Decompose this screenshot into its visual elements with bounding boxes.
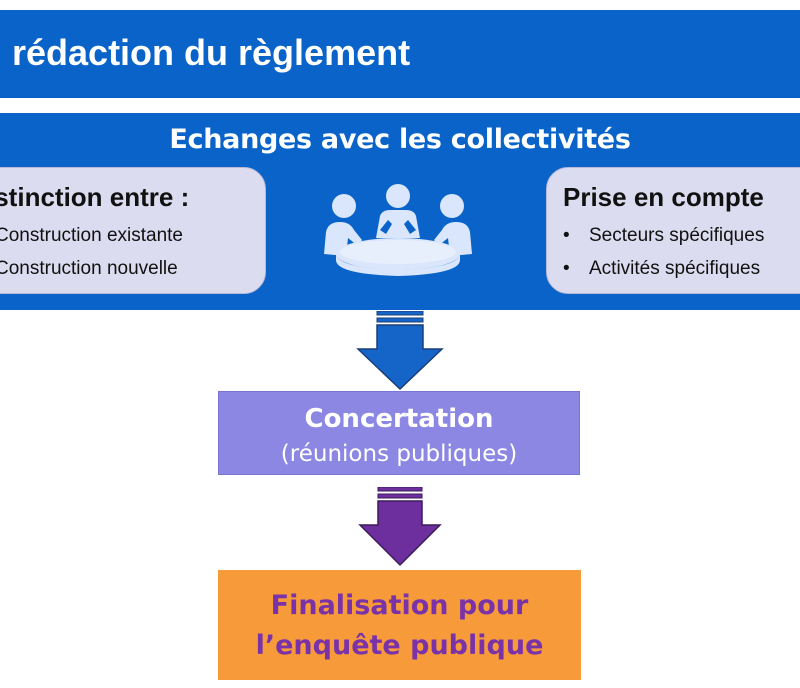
prise-en-compte-item: • Activités spécifiques — [563, 258, 760, 280]
meeting-icon — [324, 184, 472, 276]
finalisation-box: Finalisation pour l’enquête publique — [218, 570, 581, 680]
concertation-subtitle: (réunions publiques) — [280, 441, 518, 467]
finalisation-line: l’enquête publique — [255, 630, 544, 661]
title-bar — [0, 10, 800, 98]
distinction-item: Construction nouvelle — [0, 258, 178, 279]
concertation-box: Concertation (réunions publiques) — [218, 391, 580, 475]
down-arrow-icon — [358, 487, 442, 567]
bullet: • — [563, 225, 570, 246]
item-label: Activités spécifiques — [589, 258, 761, 279]
item-label: Secteurs spécifiques — [589, 225, 765, 246]
bullet: • — [563, 258, 570, 279]
page-title: rédaction du règlement — [12, 32, 411, 73]
prise-en-compte-item: • Secteurs spécifiques — [563, 225, 764, 247]
concertation-title: Concertation — [304, 404, 494, 434]
distinction-heading: istinction entre : — [0, 182, 190, 212]
down-arrow-icon — [356, 311, 444, 391]
prise-en-compte-box: Prise en compte • Secteurs spécifiques • A… — [546, 167, 800, 294]
distinction-box: istinction entre : Construction existant… — [0, 167, 266, 294]
distinction-item: Construction existante — [0, 225, 183, 246]
prise-en-compte-heading: Prise en compte — [563, 182, 764, 212]
finalisation-line: Finalisation pour — [270, 590, 529, 621]
exchanges-title: Echanges avec les collectivités — [169, 124, 631, 155]
